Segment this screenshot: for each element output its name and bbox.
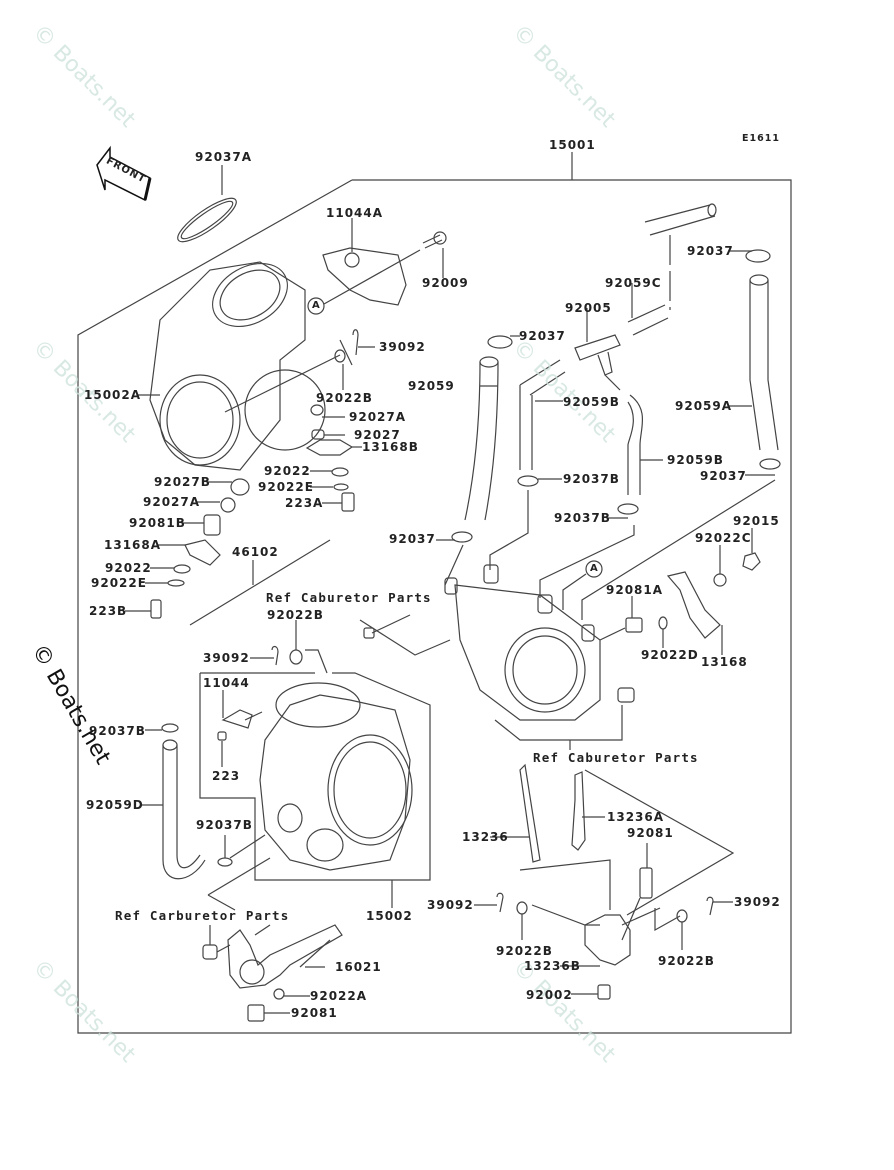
part-label[interactable]: 92059D — [86, 798, 144, 812]
ref-caburetor-parts: Ref Caburetor Parts — [266, 590, 432, 605]
part-label[interactable]: 13168 — [701, 655, 748, 669]
part-label[interactable]: 92015 — [733, 514, 780, 528]
part-label[interactable]: 223B — [89, 604, 128, 618]
part-label[interactable]: 92081B — [129, 516, 186, 530]
part-label[interactable]: 39092 — [427, 898, 474, 912]
marker-A-label: A — [590, 563, 598, 574]
link-13236 — [520, 765, 540, 862]
hose-92059C — [628, 305, 668, 335]
part-label[interactable]: 16021 — [335, 960, 382, 974]
ref-caburetor-parts: Ref Caburetor Parts — [533, 750, 699, 765]
part-label[interactable]: 92027A — [143, 495, 201, 509]
part-label[interactable]: 223 — [212, 769, 241, 783]
part-label[interactable]: 39092 — [379, 340, 426, 354]
part-label[interactable]: 13168A — [104, 538, 162, 552]
ref-carburetor-parts: Ref Carburetor Parts — [115, 908, 290, 923]
bracket-11044A — [323, 248, 406, 305]
marker-A-bottom — [586, 561, 602, 577]
part-label[interactable]: 92022E — [258, 480, 314, 494]
part-label[interactable]: 11044 — [203, 676, 250, 690]
part-label[interactable]: 92022E — [91, 576, 147, 590]
part-label[interactable]: 92002 — [526, 988, 573, 1002]
part-label[interactable]: 92037 — [389, 532, 436, 546]
part-label[interactable]: 15002A — [84, 388, 142, 402]
part-label[interactable]: 92037B — [554, 511, 611, 525]
part-label[interactable]: 92022B — [316, 391, 373, 405]
hose-92059B-right — [628, 395, 643, 495]
part-label[interactable]: 92037B — [563, 472, 620, 486]
part-label[interactable]: 92027B — [154, 475, 211, 489]
carburetor-15002A — [150, 262, 305, 470]
link-13236A — [572, 772, 585, 850]
part-label[interactable]: 223A — [285, 496, 324, 510]
part-label[interactable]: 13236A — [607, 810, 665, 824]
part-label[interactable]: 92037 — [519, 329, 566, 343]
marker-A-label: A — [312, 300, 320, 311]
part-label[interactable]: 39092 — [734, 895, 781, 909]
part-label[interactable]: 92037 — [700, 469, 747, 483]
part-label[interactable]: 92022B — [267, 608, 324, 622]
part-label[interactable]: 92081 — [627, 826, 674, 840]
clamp-92037A — [173, 192, 242, 249]
float-bowl — [455, 585, 600, 720]
part-label[interactable]: 92022 — [105, 561, 152, 575]
part-label[interactable]: 92059B — [563, 395, 620, 409]
part-label[interactable]: 92027 — [354, 428, 401, 442]
part-label[interactable]: 13236B — [524, 959, 581, 973]
part-label[interactable]: 15002 — [366, 909, 413, 923]
part-label[interactable]: 92037 — [687, 244, 734, 258]
part-label[interactable]: 92059C — [605, 276, 662, 290]
part-label[interactable]: 92022A — [310, 989, 368, 1003]
hose-92059 — [465, 362, 498, 520]
hose-92059A — [750, 280, 778, 450]
part-label[interactable]: 92081 — [291, 1006, 338, 1020]
hose-92059B-top — [520, 360, 565, 470]
part-label[interactable]: 11044A — [326, 206, 384, 220]
tee-92005 — [575, 335, 620, 375]
part-label[interactable]: 39092 — [203, 651, 250, 665]
rod-46102 — [190, 540, 330, 625]
part-label[interactable]: 92059B — [667, 453, 724, 467]
assembly-frame — [78, 180, 791, 1033]
part-label[interactable]: 92005 — [565, 301, 612, 315]
lever-16021 — [228, 925, 342, 988]
part-label[interactable]: 92059 — [408, 379, 455, 393]
part-label[interactable]: 92022B — [496, 944, 553, 958]
part-label[interactable]: 92027A — [349, 410, 407, 424]
part-label[interactable]: 92009 — [422, 276, 469, 290]
part-label[interactable]: 46102 — [232, 545, 279, 559]
diagram-code: E1611 — [742, 133, 780, 144]
hose-92059D — [163, 745, 205, 879]
hose-92059C-top — [645, 205, 715, 235]
bracket-13236B — [585, 915, 630, 965]
front-arrow-icon — [97, 148, 150, 200]
part-label[interactable]: 92022C — [695, 531, 752, 545]
part-label[interactable]: 92022 — [264, 464, 311, 478]
part-label[interactable]: 92037A — [195, 150, 253, 164]
part-label[interactable]: 13236 — [462, 830, 509, 844]
part-label[interactable]: 92022B — [658, 954, 715, 968]
part-label[interactable]: 92022D — [641, 648, 699, 662]
part-label[interactable]: 13168B — [362, 440, 419, 454]
marker-A-top — [308, 298, 324, 314]
part-label[interactable]: 92059A — [675, 399, 733, 413]
part-label[interactable]: 92037B — [89, 724, 146, 738]
part-label[interactable]: 92037B — [196, 818, 253, 832]
bracket-13168 — [668, 572, 720, 638]
part-label[interactable]: 92081A — [606, 583, 664, 597]
assembly-label: 15001 — [549, 138, 596, 152]
